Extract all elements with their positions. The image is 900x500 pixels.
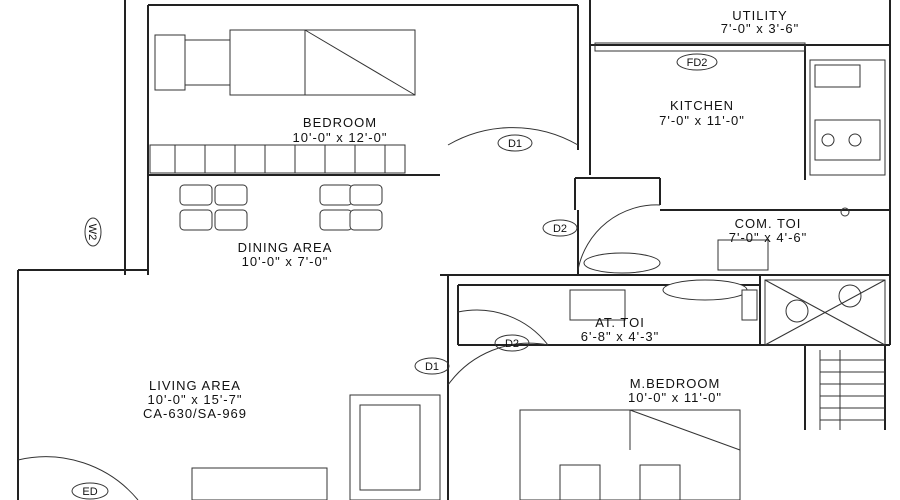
room-bedroom-name: BEDROOM bbox=[303, 115, 377, 130]
room-living-name: LIVING AREA bbox=[149, 378, 241, 393]
kitchen-counter bbox=[809, 59, 886, 176]
tag-fd2: FD2 bbox=[676, 53, 718, 71]
tag-d1-master: D1 bbox=[414, 357, 450, 375]
tag-d1-bedroom: D1 bbox=[497, 134, 533, 152]
tag-ed-text: ED bbox=[82, 486, 97, 498]
room-master-name: M.BEDROOM bbox=[630, 376, 721, 391]
duct-shaft bbox=[764, 279, 886, 346]
master-bed bbox=[519, 409, 741, 500]
tag-d2-com-toi-text: D2 bbox=[553, 223, 567, 235]
room-com-toi-size: 7'-0" x 4'-6" bbox=[729, 230, 808, 245]
tag-fd2-text: FD2 bbox=[687, 57, 708, 69]
room-at-toi-size: 6'-8" x 4'-3" bbox=[581, 329, 660, 344]
tag-d2-com-toi: D2 bbox=[542, 219, 578, 237]
tag-w-text: W2 bbox=[86, 224, 98, 241]
room-utility-name: UTILITY bbox=[732, 8, 787, 23]
room-bedroom-size: 10'-0" x 12'-0" bbox=[293, 130, 388, 145]
walls bbox=[17, 0, 891, 500]
tag-w: W2 bbox=[84, 217, 102, 247]
room-living-size: 10'-0" x 15'-7" bbox=[148, 392, 243, 407]
tag-ed: ED bbox=[71, 482, 109, 500]
tag-d1-bedroom-text: D1 bbox=[508, 138, 522, 150]
room-dining-size: 10'-0" x 7'-0" bbox=[242, 254, 329, 269]
room-dining-name: DINING AREA bbox=[238, 240, 333, 255]
tag-d2-at-toi-text: D2 bbox=[505, 338, 519, 350]
room-kitchen-size: 7'-0" x 11'-0" bbox=[659, 113, 745, 128]
bedroom-bed bbox=[154, 29, 416, 96]
room-at-toi-name: AT. TOI bbox=[595, 315, 645, 330]
room-com-toi-name: COM. TOI bbox=[735, 216, 802, 231]
room-living-area: CA-630/SA-969 bbox=[143, 406, 247, 421]
living-furniture bbox=[17, 342, 549, 500]
room-kitchen-name: KITCHEN bbox=[670, 98, 734, 113]
tag-d2-at-toi: D2 bbox=[494, 334, 530, 352]
tag-d1-master-text: D1 bbox=[425, 361, 439, 373]
at-toilet-fixtures bbox=[457, 279, 758, 346]
utility-strip bbox=[594, 42, 806, 52]
com-toilet-fixtures bbox=[577, 204, 850, 274]
room-master-size: 10'-0" x 11'-0" bbox=[628, 390, 722, 405]
bedroom-wardrobe bbox=[149, 144, 406, 174]
room-utility-size: 7'-0" x 3'-6" bbox=[721, 21, 800, 36]
dining-chairs bbox=[179, 184, 383, 231]
staircase bbox=[819, 350, 885, 430]
bedroom-door-swing bbox=[447, 127, 579, 146]
